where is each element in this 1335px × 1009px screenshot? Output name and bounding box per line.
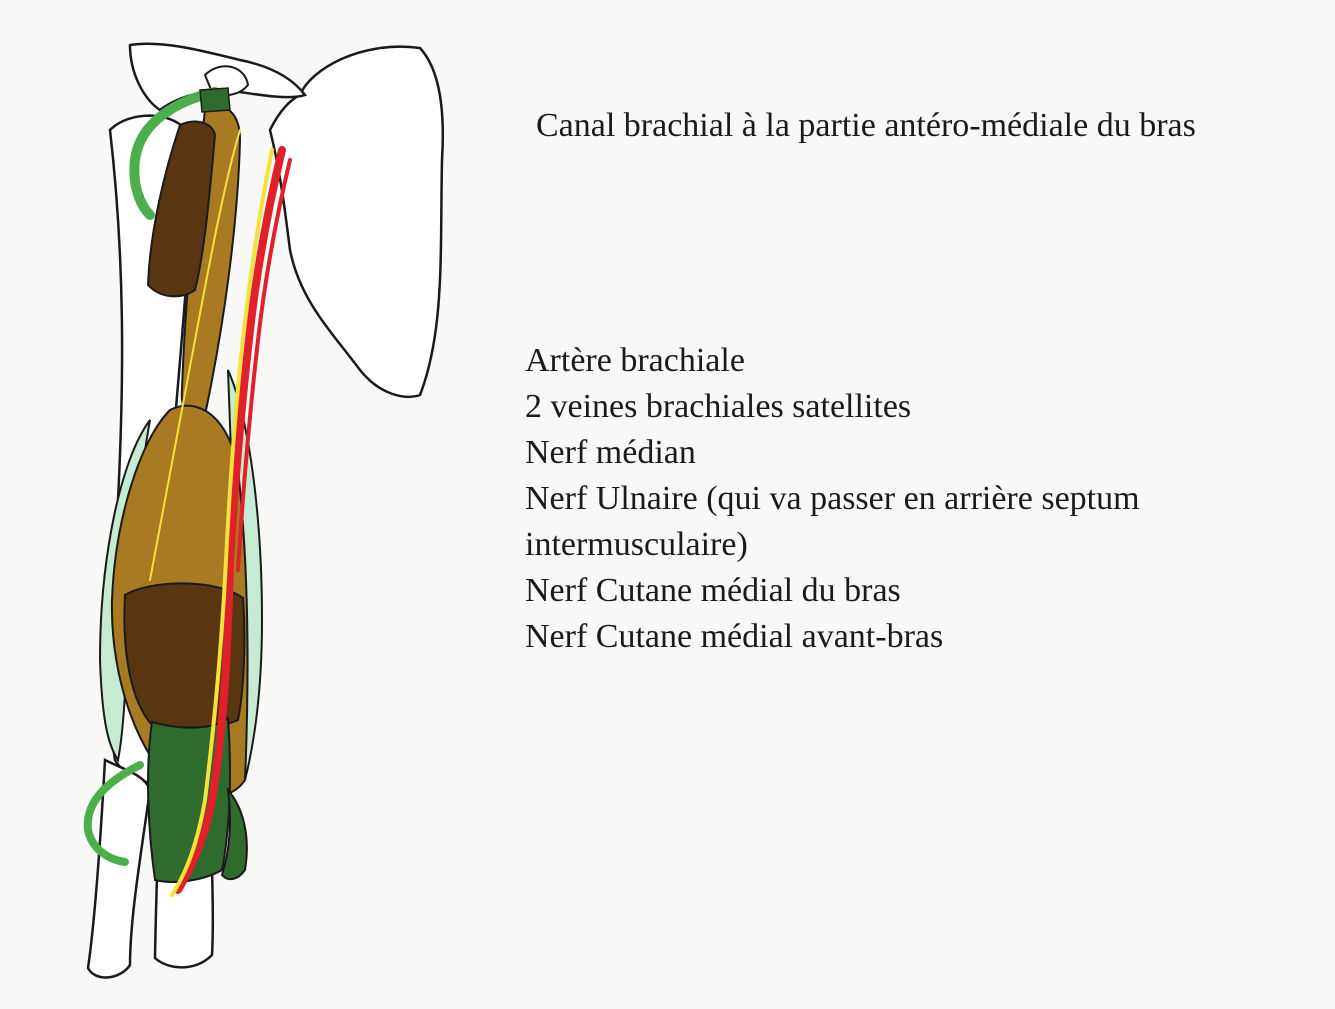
list-item: 2 veines brachiales satellites [525,388,912,425]
brachial-vein [236,158,292,572]
brachial-artery [174,146,286,894]
brachialis [123,582,246,731]
list-item: Artère brachiale [525,342,745,379]
biceps-long-head-tendon [129,87,220,220]
biceps-tendon-cap [199,87,231,113]
diagram-title: Canal brachial à la partie antéro-médial… [536,107,1196,144]
arm-anatomy-illustration [83,42,445,979]
canal-contents-list: Artère brachiale 2 veines brachiales sat… [525,338,1140,660]
ulnar-nerve-loop [83,761,144,866]
cutaneous-nerve [149,129,241,581]
median-nerve [170,148,274,897]
list-item: Nerf Cutane médial avant-bras [525,618,944,655]
list-item: Nerf médian [525,434,696,471]
list-item: Nerf Cutane médial du bras [525,572,901,609]
forearm-muscle-right [220,786,248,881]
list-item: intermusculaire) [525,526,748,563]
pectoralis-minor [146,120,217,298]
scapula [268,45,445,398]
list-item: Nerf Ulnaire (qui va passer en arrière s… [525,480,1140,517]
